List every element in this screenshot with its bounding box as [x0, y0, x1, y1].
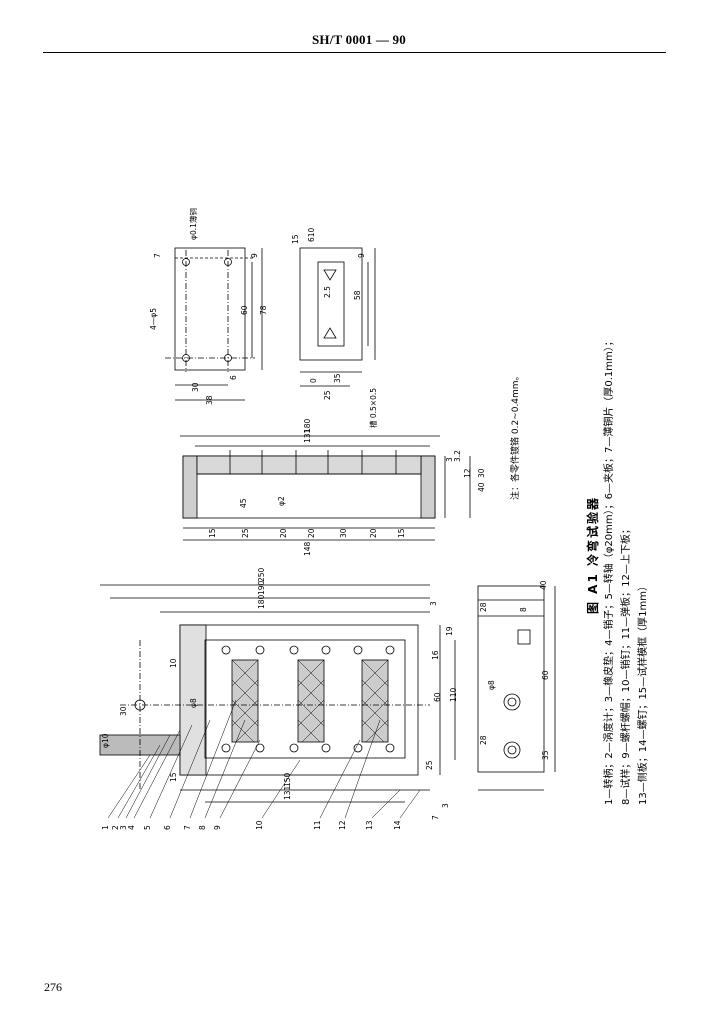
- side-view-dim: φ8: [487, 680, 496, 690]
- main-view-dim: 250: [257, 567, 266, 582]
- side-view-dim: 40: [539, 580, 548, 590]
- figure-note: 注：各零件镀铬 0.2~0.4mm。: [511, 371, 521, 500]
- part-number: 8: [198, 825, 207, 830]
- side-view: [477, 585, 556, 791]
- standard-code: SH/T 0001 — 90: [312, 32, 406, 47]
- frame-view-dim: 25: [323, 390, 332, 400]
- top-view-dim: 60: [240, 305, 249, 315]
- section-view-dim: 15: [397, 528, 406, 538]
- main-view-dim: φ10: [101, 733, 110, 748]
- copper-sheet-view: [165, 247, 263, 401]
- main-view-dim: 150: [283, 772, 292, 787]
- top-view-dim: 30: [191, 382, 200, 392]
- main-view-dim: 25: [425, 760, 434, 770]
- main-view-dim: 10: [169, 658, 178, 668]
- top-view-dim: 7: [153, 253, 162, 258]
- part-number: 13: [365, 820, 374, 830]
- main-view-dim: 7: [431, 815, 440, 820]
- main-view-dim: 19: [445, 626, 454, 636]
- header-rule: [43, 52, 666, 53]
- section-view-dim: 20: [307, 528, 316, 538]
- part-number: 1: [101, 825, 110, 830]
- main-view-dim: 3: [441, 803, 450, 808]
- sample-frame-view: [299, 247, 376, 387]
- main-view-dim: 131: [283, 785, 292, 800]
- main-view-dim: 15: [169, 772, 178, 782]
- section-view-dim: 3.2: [453, 450, 462, 462]
- top-view-dim: 78: [259, 305, 268, 315]
- section-view-dim: 45: [239, 498, 248, 508]
- side-view-dim: 28: [479, 735, 488, 745]
- part-number: 9: [213, 825, 222, 830]
- top-view-dim: 6: [229, 375, 238, 380]
- section-view-dim: 20: [369, 528, 378, 538]
- section-view-dim: 12: [463, 468, 472, 478]
- section-view-dim: 131: [303, 428, 312, 443]
- top-view-dim: φ0.1薄铜: [188, 208, 198, 240]
- main-view-dim: 30: [119, 706, 128, 716]
- top-view-dim: 9: [250, 253, 259, 258]
- section-view-dim: 25: [241, 528, 250, 538]
- main-view-dim: 110: [449, 687, 458, 702]
- legend-line-2: 8—试样；9—螺杆螺帽；10—销钉；11—弹板；12—上下板；: [621, 524, 632, 805]
- main-view-dim: 3: [429, 601, 438, 606]
- main-view-dim: φ8: [189, 698, 198, 708]
- frame-view-dim: 9: [357, 253, 366, 258]
- top-view-dim: 4—φ5: [149, 308, 158, 330]
- part-number: 2: [111, 825, 120, 830]
- section-view-dim: 3: [445, 457, 454, 462]
- section-view-dim: 148: [303, 541, 312, 556]
- part-number: 12: [338, 820, 347, 830]
- frame-view-dim: 35: [333, 373, 342, 383]
- section-view-dim: 180: [303, 418, 312, 433]
- main-view-dim: 180: [257, 594, 266, 609]
- section-view-dim: 40: [477, 482, 486, 492]
- side-view-dim: 8: [519, 607, 528, 612]
- section-view: [180, 435, 471, 541]
- section-view-dim: φ2: [277, 496, 286, 506]
- section-view-dim: 30: [339, 528, 348, 538]
- side-view-dim: 60: [541, 670, 550, 680]
- part-number: 3: [119, 825, 128, 830]
- frame-view-dim: 15: [291, 234, 300, 244]
- legend-line-1: 1—转柄；2—涡度计；3—橡皮垫；4—销子；5—转轴（φ20mm）；6—夹板；7…: [604, 336, 615, 805]
- top-view-dim: 38: [205, 395, 214, 405]
- main-view-dim: 190: [257, 580, 266, 595]
- main-view-dim: 60: [433, 692, 442, 702]
- part-number: 5: [143, 825, 152, 830]
- legend-line-3: 13—侧板；14—螺钉；15—试样模框（厚1mm）: [638, 580, 649, 805]
- frame-view-dim: 610: [307, 227, 316, 242]
- part-number: 10: [255, 820, 264, 830]
- part-number: 4: [127, 825, 136, 830]
- page-number: 276: [44, 980, 62, 994]
- side-view-dim: 28: [479, 602, 488, 612]
- part-number: 14: [393, 820, 402, 830]
- part-number: 7: [183, 825, 192, 830]
- frame-view-dim: 58: [353, 290, 362, 300]
- section-view-dim: 15: [208, 528, 217, 538]
- main-view-dim: 16: [431, 650, 440, 660]
- part-number: 6: [163, 825, 172, 830]
- frame-view-dim: 2.5: [323, 286, 332, 298]
- section-view-dim: 30: [477, 468, 486, 478]
- section-view-dim: 槽 0.5×0.5: [368, 388, 378, 428]
- main-assembly-view: [99, 584, 456, 819]
- side-view-dim: 35: [541, 750, 550, 760]
- section-view-dim: 20: [279, 528, 288, 538]
- page-header: SH/T 0001 — 90: [0, 30, 702, 53]
- figure-caption: 图 A1 冷弯试验器: [586, 496, 600, 614]
- part-number: 11: [313, 820, 322, 830]
- frame-view-dim: 0: [309, 378, 318, 383]
